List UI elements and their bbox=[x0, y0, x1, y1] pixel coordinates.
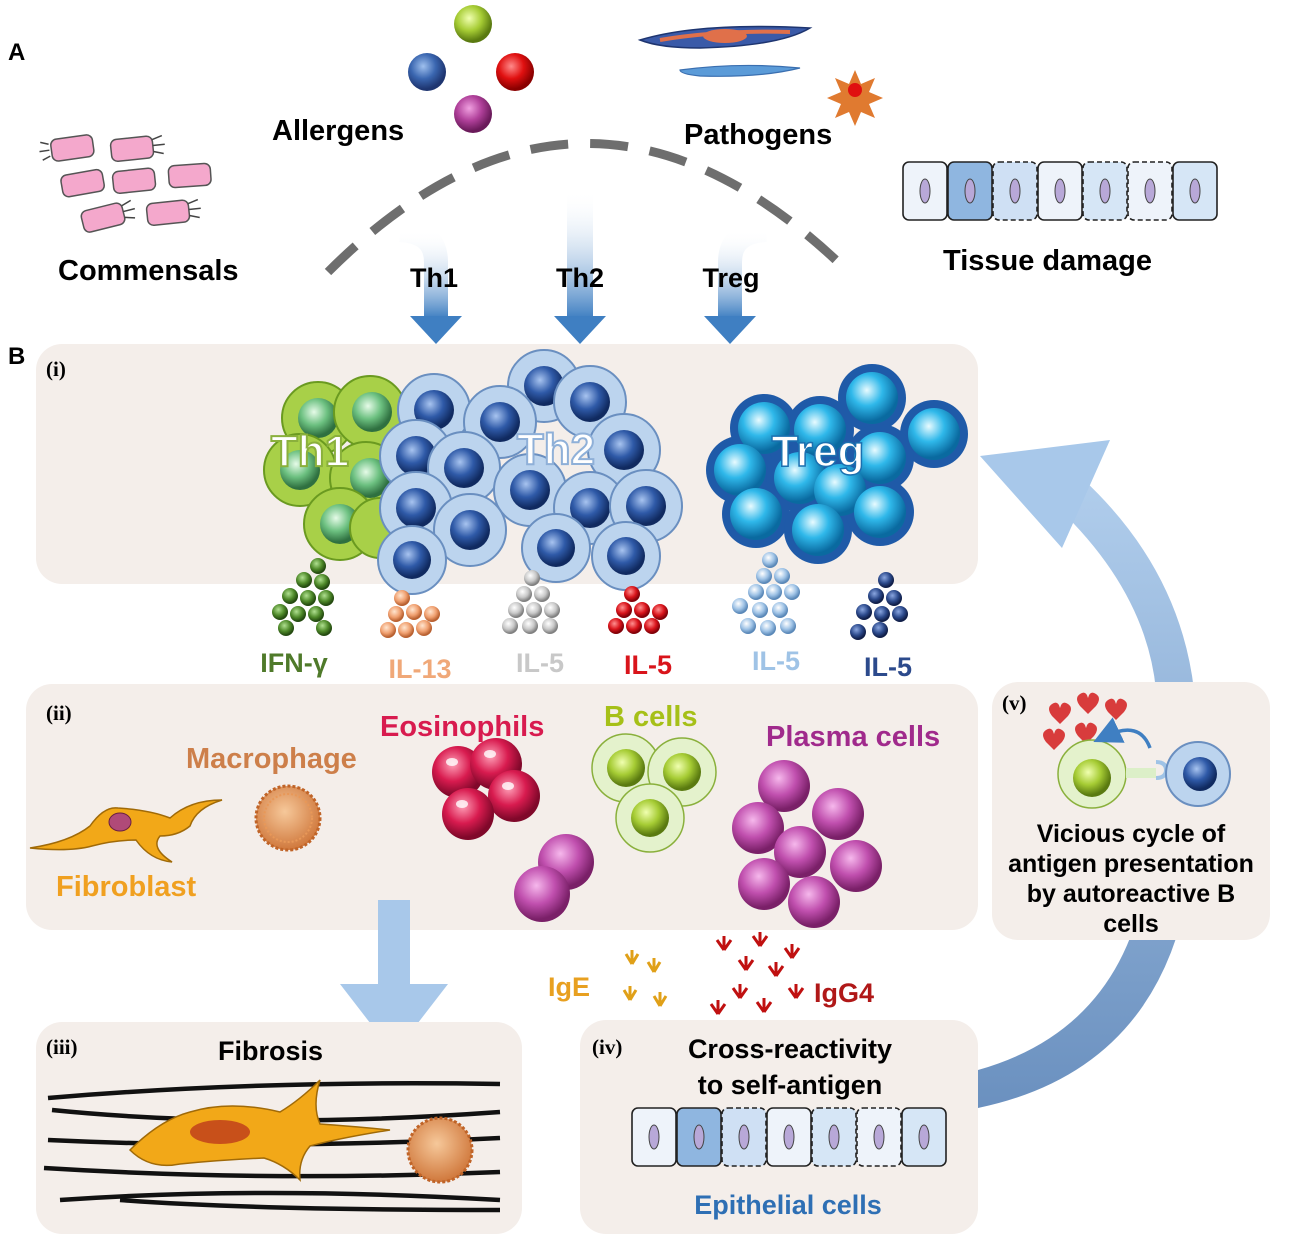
il5-darkblue-beads bbox=[850, 572, 908, 640]
il5-lightblue-label: IL-5 bbox=[752, 646, 800, 676]
plasma-cells-label: Plasma cells bbox=[766, 721, 940, 753]
fibroblast-icon bbox=[29, 799, 223, 863]
th2-arrow-label: Th2 bbox=[556, 263, 604, 293]
vicious-cycle-arrow bbox=[978, 440, 1194, 1108]
fibrosis-title: Fibrosis bbox=[218, 1036, 323, 1066]
plasma-cell-pair-icon bbox=[514, 834, 594, 922]
damaged-epithelium-icon bbox=[902, 161, 1218, 221]
il5-grey-beads bbox=[502, 570, 560, 634]
allergen-spheres-icon bbox=[408, 5, 534, 133]
il5-grey-label: IL-5 bbox=[516, 648, 564, 678]
igg4-label: IgG4 bbox=[814, 978, 874, 1008]
treg-arrow bbox=[704, 218, 768, 344]
th2-arrow bbox=[554, 190, 606, 344]
il5-red-beads bbox=[608, 586, 668, 634]
plasma-cells-icon bbox=[732, 760, 882, 928]
treg-cell-cluster bbox=[706, 364, 968, 564]
th1-arrow-label: Th1 bbox=[410, 263, 458, 293]
th2-cell-cluster bbox=[377, 349, 683, 595]
vicious-cycle-line2: antigen presentation bbox=[1008, 850, 1254, 878]
il5-darkblue-label: IL-5 bbox=[864, 652, 912, 682]
allergens-label: Allergens bbox=[272, 115, 404, 147]
eosinophil-cells-icon bbox=[432, 738, 540, 840]
vicious-cycle-line1: Vicious cycle of bbox=[1037, 820, 1226, 848]
commensals-label: Commensals bbox=[58, 255, 239, 287]
barrier-dashed-arc bbox=[324, 139, 842, 276]
il13-beads bbox=[380, 590, 440, 638]
il5-lightblue-beads bbox=[732, 552, 800, 636]
section-ii-label: (ii) bbox=[46, 701, 72, 725]
antigen-presentation-icon bbox=[1043, 692, 1231, 809]
igg4-antibodies-icon bbox=[709, 932, 805, 1015]
fibrosis-arrow bbox=[340, 900, 448, 1054]
section-v-label: (v) bbox=[1002, 691, 1027, 715]
th1-cluster-label: Th1 bbox=[271, 427, 349, 476]
th2-cluster-label: Th2 bbox=[517, 425, 595, 474]
epithelial-cells-label: Epithelial cells bbox=[694, 1190, 882, 1220]
panel-a-letter: A bbox=[8, 39, 25, 66]
macrophage-icon bbox=[254, 784, 322, 852]
epithelial-cells-icon bbox=[631, 1107, 947, 1167]
section-iv-label: (iv) bbox=[592, 1035, 622, 1059]
panel-b-letter: B bbox=[8, 343, 25, 370]
tissue-damage-label: Tissue damage bbox=[943, 245, 1152, 277]
vicious-cycle-line4: cells bbox=[1103, 910, 1159, 938]
pathogen-parasite-icon bbox=[637, 25, 883, 126]
section-i-label: (i) bbox=[46, 357, 66, 381]
il13-label: IL-13 bbox=[388, 654, 451, 684]
ige-label: IgE bbox=[548, 972, 590, 1002]
treg-cluster-label: Treg bbox=[772, 427, 865, 476]
ige-antibodies-icon bbox=[622, 950, 668, 1007]
macrophage-label: Macrophage bbox=[186, 743, 357, 775]
treg-arrow-label: Treg bbox=[702, 263, 759, 293]
b-cells-icon bbox=[591, 733, 717, 853]
fibrosis-illustration-icon bbox=[43, 1079, 501, 1213]
commensal-bacteria-icon bbox=[39, 134, 212, 233]
cross-reactivity-title-line1: Cross-reactivity bbox=[688, 1034, 892, 1064]
pathogens-label: Pathogens bbox=[684, 119, 832, 151]
ifn-gamma-label: IFN-γ bbox=[260, 648, 328, 678]
section-iii-label: (iii) bbox=[46, 1035, 78, 1059]
fibroblast-label: Fibroblast bbox=[56, 871, 197, 903]
eosinophils-label: Eosinophils bbox=[380, 711, 544, 743]
th1-arrow bbox=[398, 218, 462, 344]
cross-reactivity-title-line2: to self-antigen bbox=[698, 1070, 883, 1100]
il5-red-label: IL-5 bbox=[624, 650, 672, 680]
vicious-cycle-line3: by autoreactive B bbox=[1027, 880, 1235, 908]
b-cells-label: B cells bbox=[604, 701, 698, 733]
ifn-gamma-beads bbox=[272, 558, 334, 636]
